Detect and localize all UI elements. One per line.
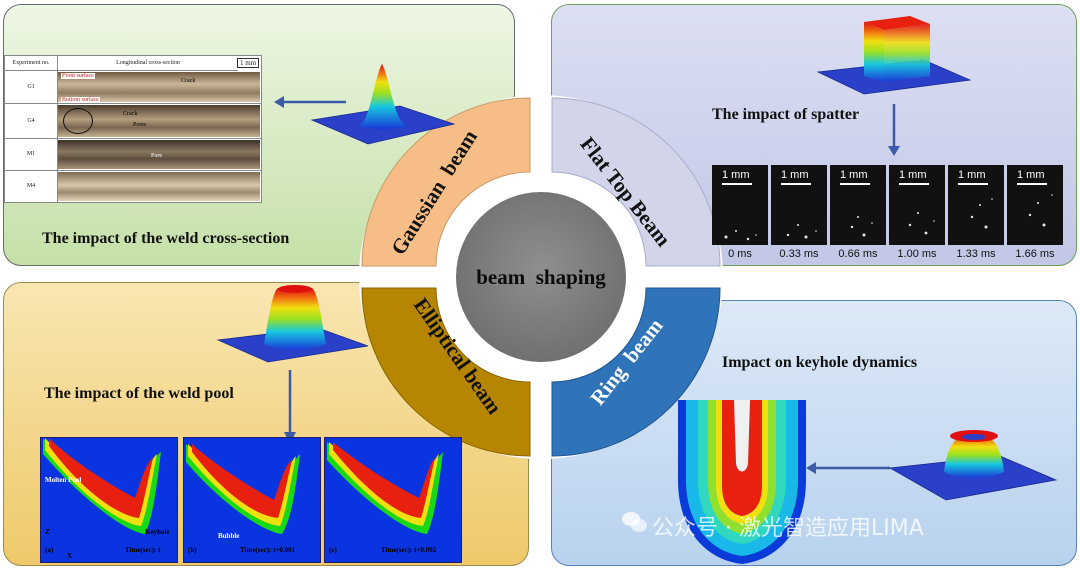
- axis-z-label: Z: [45, 528, 50, 536]
- watermark: 公众号 · 激光智造应用LIMA: [652, 516, 924, 541]
- ring-beam-profile: [888, 430, 1058, 501]
- keyhole-label: Keyhole: [145, 528, 170, 536]
- ring-beam-segment[interactable]: [551, 287, 721, 457]
- arrow-to-weld-pool: [284, 370, 296, 444]
- frame-time: 0.66 ms: [838, 248, 878, 260]
- spatter-frame: 1 mm: [1007, 165, 1063, 245]
- gaussian-beam-profile: [310, 64, 456, 145]
- axis-x-label: X: [67, 552, 73, 560]
- weld-pool-image-a: Molten Pool Keyhole Z X (a) Time(sec): t: [40, 437, 178, 563]
- time-label: Time(sec): t+0.002: [381, 546, 437, 554]
- annotation-crack: Crack: [181, 78, 196, 84]
- annotation-pores: Pores: [133, 122, 147, 128]
- row-label: M4: [5, 171, 58, 202]
- image-tag: (b): [188, 546, 197, 554]
- arrow-to-keyhole: [806, 462, 890, 474]
- frame-time: 1.66 ms: [1015, 248, 1055, 260]
- time-label: Time(sec): t+0.001: [240, 546, 296, 554]
- weld-pool-image-c: (c) Time(sec): t+0.002: [324, 437, 462, 563]
- weld-photo: [58, 172, 260, 201]
- spatter-frame: 1 mm: [771, 165, 827, 245]
- row-label: G1: [5, 71, 58, 103]
- image-tag: (c): [329, 546, 337, 554]
- wechat-icon: [622, 512, 648, 534]
- spatter-frame: 1 mm: [830, 165, 886, 245]
- gaussian-beam-segment[interactable]: [361, 97, 531, 267]
- frame-time: 0.33 ms: [779, 248, 819, 260]
- elliptical-beam-segment[interactable]: [361, 287, 531, 457]
- annotation-pore: Pore: [151, 153, 162, 159]
- row-label: G4: [5, 104, 58, 138]
- spatter-frame: 1 mm: [889, 165, 945, 245]
- table-scale-bar: 1 mm: [237, 58, 260, 68]
- keyhole-simulation: [678, 400, 806, 564]
- image-tag: (a): [45, 546, 54, 554]
- spatter-title: The impact of spatter: [712, 106, 860, 123]
- table-header-experiment: Experiment no.: [5, 56, 58, 71]
- weld-pool-title: The impact of the weld pool: [44, 385, 234, 402]
- table-row: M1: [5, 139, 261, 171]
- weld-photo: [58, 140, 260, 169]
- spatter-particles: [724, 194, 1053, 241]
- keyhole-dynamics-title: Impact on keyhole dynamics: [722, 354, 918, 371]
- flat-top-beam-profile: [816, 16, 972, 95]
- elliptical-beam-profile: [216, 285, 369, 363]
- table-row: G1: [5, 71, 261, 104]
- spatter-frames: 1 mm 0 ms 1 mm 0.33 ms 1 mm 0.66 ms 1 mm…: [712, 165, 1064, 261]
- center-label: beam shaping: [476, 265, 606, 289]
- weld-cross-section-title: The impact of the weld cross-section: [42, 230, 290, 247]
- spatter-frame: 1 mm: [948, 165, 1004, 245]
- spatter-frame: 1 mm: [712, 165, 768, 245]
- annotation-crack: Crack: [123, 111, 138, 117]
- bubble-label: Bubble: [218, 532, 240, 540]
- flat-top-beam-segment[interactable]: [551, 97, 721, 267]
- frame-time: 1.33 ms: [956, 248, 996, 260]
- weld-pool-image-b: Bubble (b) Time(sec): t+0.001: [183, 437, 321, 563]
- frame-time: 0 ms: [728, 248, 752, 260]
- frame-time: 1.00 ms: [897, 248, 937, 260]
- cross-section-table: Experiment no. Longitudinal cross-sectio…: [4, 55, 262, 203]
- time-label: Time(sec): t: [125, 546, 161, 554]
- annotation-front-surface: Front surface: [61, 73, 95, 79]
- pore-ellipse: [63, 108, 93, 134]
- annotation-bottom-surface: Bottom surface: [61, 97, 100, 103]
- arrow-to-spatter-frames: [888, 104, 900, 156]
- arrow-to-cross-section: [274, 96, 346, 108]
- molten-pool-label: Molten Pool: [45, 476, 82, 484]
- center-hub: [456, 192, 626, 362]
- table-row: M4: [5, 171, 261, 202]
- table-header-cross-section: Longitudinal cross-section: [58, 56, 238, 71]
- row-label: M1: [5, 139, 58, 170]
